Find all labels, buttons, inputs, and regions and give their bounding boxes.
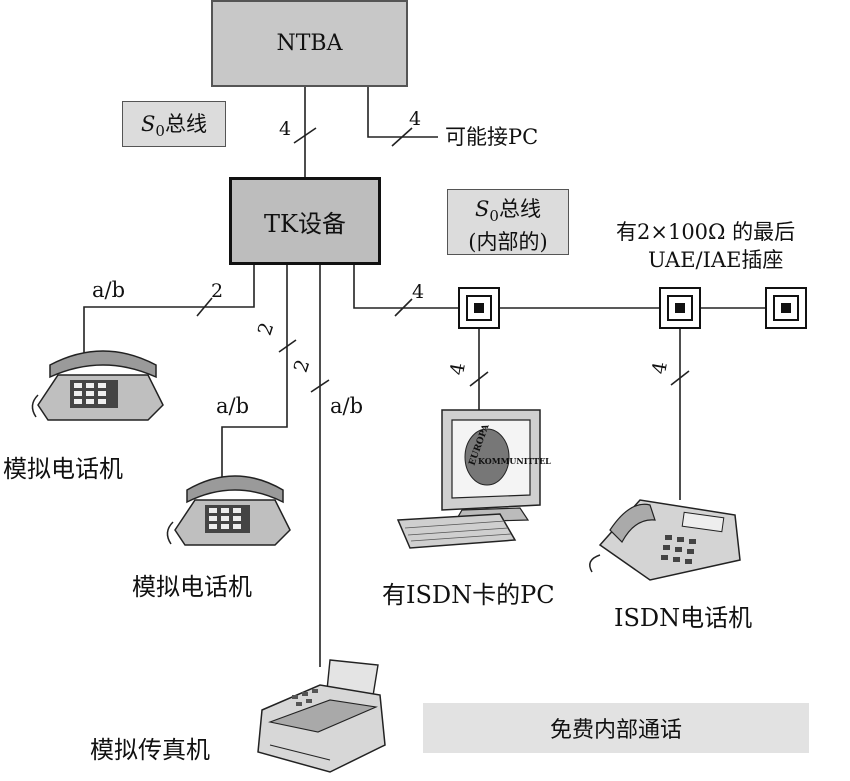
ntba-label: NTBA	[276, 31, 343, 56]
label-analog-fax: 模拟传真机	[90, 736, 210, 764]
monitor-logo-side: KOMMUNITTEL	[478, 456, 551, 466]
wire-phone-1	[83, 265, 255, 355]
free-internal-call-banner: 免费内部通话	[423, 703, 809, 753]
wire-tk-bus	[353, 265, 459, 309]
ab-label-phone-2: a/b	[216, 394, 250, 418]
count-ntba-pc: 4	[409, 108, 422, 130]
tick-phone-2	[278, 339, 297, 353]
terminator-label-2: UAE/IAE插座	[648, 248, 784, 272]
tick-pc-drop	[469, 371, 489, 387]
ntba-box: NTBA	[211, 0, 408, 87]
isdn-phone-icon	[589, 499, 741, 581]
terminator-label-1: 有2×100Ω 的最后	[616, 220, 796, 244]
s0-internal-line1: S0总线	[448, 196, 568, 229]
free-internal-call-label: 免费内部通话	[549, 718, 682, 743]
count-phone-1: 2	[211, 280, 224, 302]
s0-symbol: S	[141, 112, 156, 136]
s0-subscript: 0	[155, 122, 165, 141]
ab-label-fax: a/b	[330, 394, 364, 418]
s0-subscript-internal: 0	[489, 207, 499, 226]
tick-ntba-tk	[293, 127, 317, 144]
ab-label-phone-1: a/b	[92, 278, 126, 302]
wire-ntba-pc	[367, 87, 438, 138]
label-analog-phone-1: 模拟电话机	[3, 455, 123, 483]
tick-tk-bus	[394, 298, 413, 317]
analog-phone-2-icon	[166, 475, 291, 546]
s0-bus-label: 总线	[164, 112, 207, 136]
isdn-pc-icon	[396, 409, 541, 549]
socket-2	[659, 287, 701, 329]
count-tk-bus: 4	[412, 281, 425, 303]
label-analog-phone-2: 模拟电话机	[132, 573, 252, 601]
label-isdn-pc: 有ISDN卡的PC	[382, 581, 555, 609]
tk-device-box: TK设备	[229, 177, 381, 265]
tick-phone-1	[196, 297, 213, 317]
s0-bus-tag: S0总线	[122, 101, 226, 147]
tk-device-label: TK设备	[264, 209, 346, 238]
analog-phone-1-icon	[31, 350, 164, 421]
s0-internal-line2: (内部的)	[468, 230, 548, 255]
analog-fax-icon	[257, 659, 386, 773]
s0-symbol-internal: S	[475, 197, 490, 221]
socket-3	[765, 287, 807, 329]
s0-internal-label: 总线	[498, 197, 541, 221]
tick-ntba-pc	[391, 127, 413, 147]
tick-fax	[310, 379, 330, 393]
s0-internal-tag: S0总线 (内部的)	[447, 189, 569, 255]
tick-isdn-drop	[670, 370, 690, 386]
label-isdn-phone: ISDN电话机	[614, 604, 753, 632]
socket-1	[458, 287, 500, 329]
count-ntba-tk: 4	[279, 118, 292, 140]
pc-optional-label: 可能接PC	[445, 125, 539, 149]
